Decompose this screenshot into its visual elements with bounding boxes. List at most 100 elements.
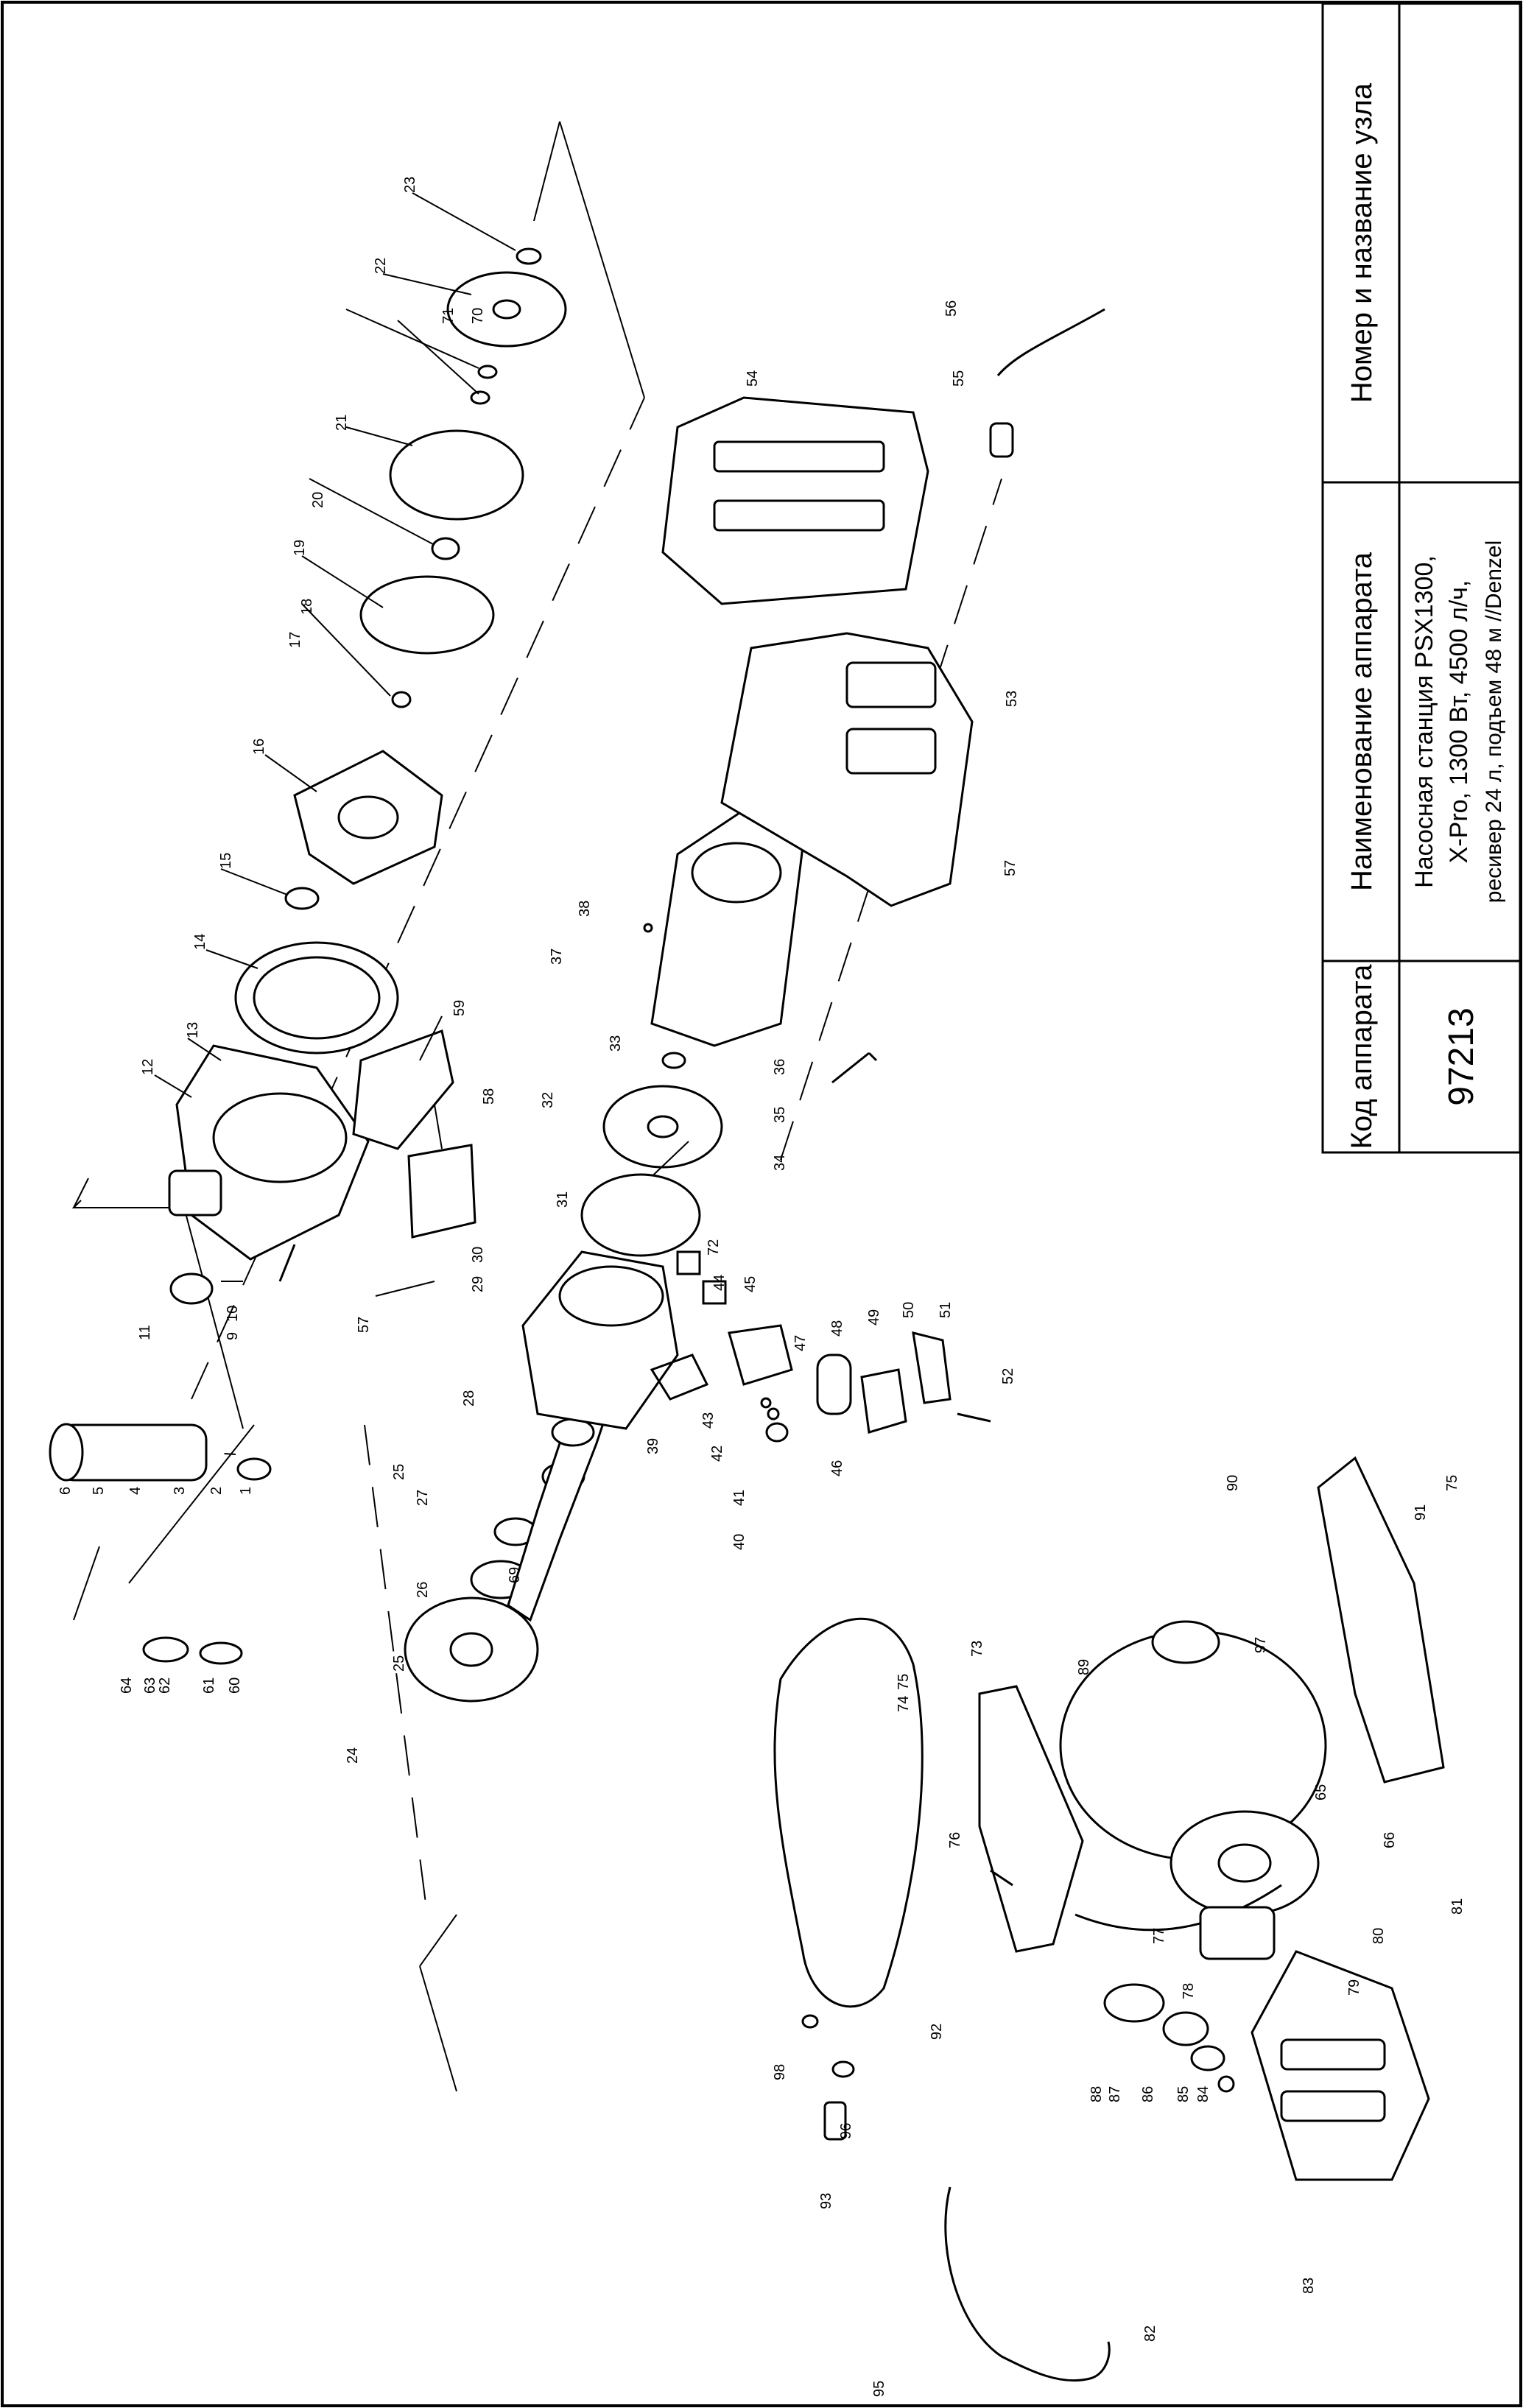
callout: 83 [1301,2278,1317,2294]
header-node: Номер и название узла [1346,82,1378,403]
callout: 57 [356,1317,372,1333]
callout: 95 [871,2381,887,2397]
header-device-code: Код аппарата [1346,964,1378,1149]
callout: 19 [292,540,308,556]
callout: 60 [227,1677,243,1694]
callout: 16 [251,739,267,755]
callout: 85 [1175,2086,1192,2102]
callout: 6 [57,1487,74,1495]
callout: 10 [225,1306,241,1322]
callout: 46 [829,1460,845,1476]
callout: 96 [838,2123,854,2139]
callout: 17 [287,632,303,648]
callout: 53 [1004,691,1020,707]
callout: 80 [1371,1928,1387,1944]
callout: 62 [157,1677,173,1694]
callout: 91 [1413,1504,1429,1521]
callout: 72 [706,1239,722,1256]
callout: 90 [1225,1475,1241,1491]
callout: 75 [896,1674,912,1690]
title-block [1321,2,1522,1154]
callout: 37 [549,948,565,965]
callout: 77 [1151,1928,1167,1944]
callout: 38 [577,901,593,917]
callout: 89 [1076,1659,1092,1675]
callout: 40 [731,1534,748,1550]
callout: 50 [901,1302,917,1318]
callout: 35 [772,1107,788,1123]
callout: 5 [91,1487,107,1495]
callout: 42 [709,1446,725,1462]
callout: 31 [555,1191,571,1208]
callout: 71 [440,308,457,324]
callout: 25 [391,1655,407,1672]
callout: 21 [334,415,350,431]
callout: 27 [415,1490,431,1506]
callout: 76 [947,1832,963,1848]
callout: 2 [208,1487,225,1495]
header-device-name: Наименование аппарата [1346,552,1378,891]
callout: 29 [470,1276,486,1292]
callout: 66 [1382,1832,1398,1848]
callout: 44 [711,1275,728,1291]
callout-labels: 1 2 3 4 5 6 9 10 11 12 13 14 15 16 17 18… [57,177,1466,2397]
callout: 48 [829,1320,845,1337]
part-shapes [49,247,1445,2382]
device-name-line-1: Насосная станция PSX1300, [1410,555,1438,888]
callout: 24 [345,1747,361,1764]
callout: 36 [772,1059,788,1075]
callout: 98 [772,2064,788,2080]
callout: 26 [415,1582,431,1598]
callout: 9 [225,1332,241,1340]
callout: 18 [299,599,315,615]
device-name-line-2: X-Pro, 1300 Вт, 4500 л/ч, [1445,580,1473,864]
callout: 41 [731,1490,748,1506]
device-name-line-3: ресивер 24 л, подъем 48 м //Denzel [1482,541,1506,904]
callout: 22 [373,258,389,274]
callout: 12 [140,1059,156,1075]
device-code-value: 97213 [1442,1007,1481,1105]
callout: 79 [1346,1979,1362,1996]
callout: 49 [866,1309,882,1326]
callout: 43 [700,1412,717,1429]
callout: 93 [818,2193,834,2209]
callout: 65 [1313,1784,1329,1800]
callout: 58 [481,1088,497,1105]
callout: 69 [507,1567,523,1583]
callout: 45 [742,1276,759,1292]
callout: 82 [1142,2326,1158,2342]
callout: 55 [951,370,967,387]
callout: 88 [1088,2086,1105,2102]
callout: 97 [1253,1637,1269,1653]
callout: 64 [119,1677,135,1694]
callout: 78 [1181,1983,1197,1999]
callout: 86 [1140,2086,1156,2102]
callout: 74 [896,1696,912,1712]
callout: 20 [310,492,326,508]
callout: 13 [185,1022,201,1038]
leader-lines [73,192,516,1621]
callout: 87 [1107,2086,1123,2102]
callout: 84 [1195,2086,1211,2102]
callout: 81 [1449,1898,1466,1915]
callout: 56 [943,300,960,317]
callout: 14 [192,934,208,950]
callout: 54 [745,370,761,387]
callout: 11 [137,1325,153,1340]
callout: 23 [402,177,418,193]
callout: 61 [201,1677,217,1694]
callout: 73 [969,1641,985,1657]
callout: 4 [127,1487,144,1495]
callout: 75 [1444,1475,1460,1491]
callout: 70 [470,308,486,324]
callout: 39 [645,1438,661,1454]
callout: 30 [470,1247,486,1263]
callout: 3 [172,1487,188,1495]
callout: 33 [608,1035,624,1052]
callout: 32 [540,1092,556,1108]
callout: 34 [772,1155,788,1171]
callout: 28 [461,1390,477,1407]
callout: 92 [929,2024,945,2040]
